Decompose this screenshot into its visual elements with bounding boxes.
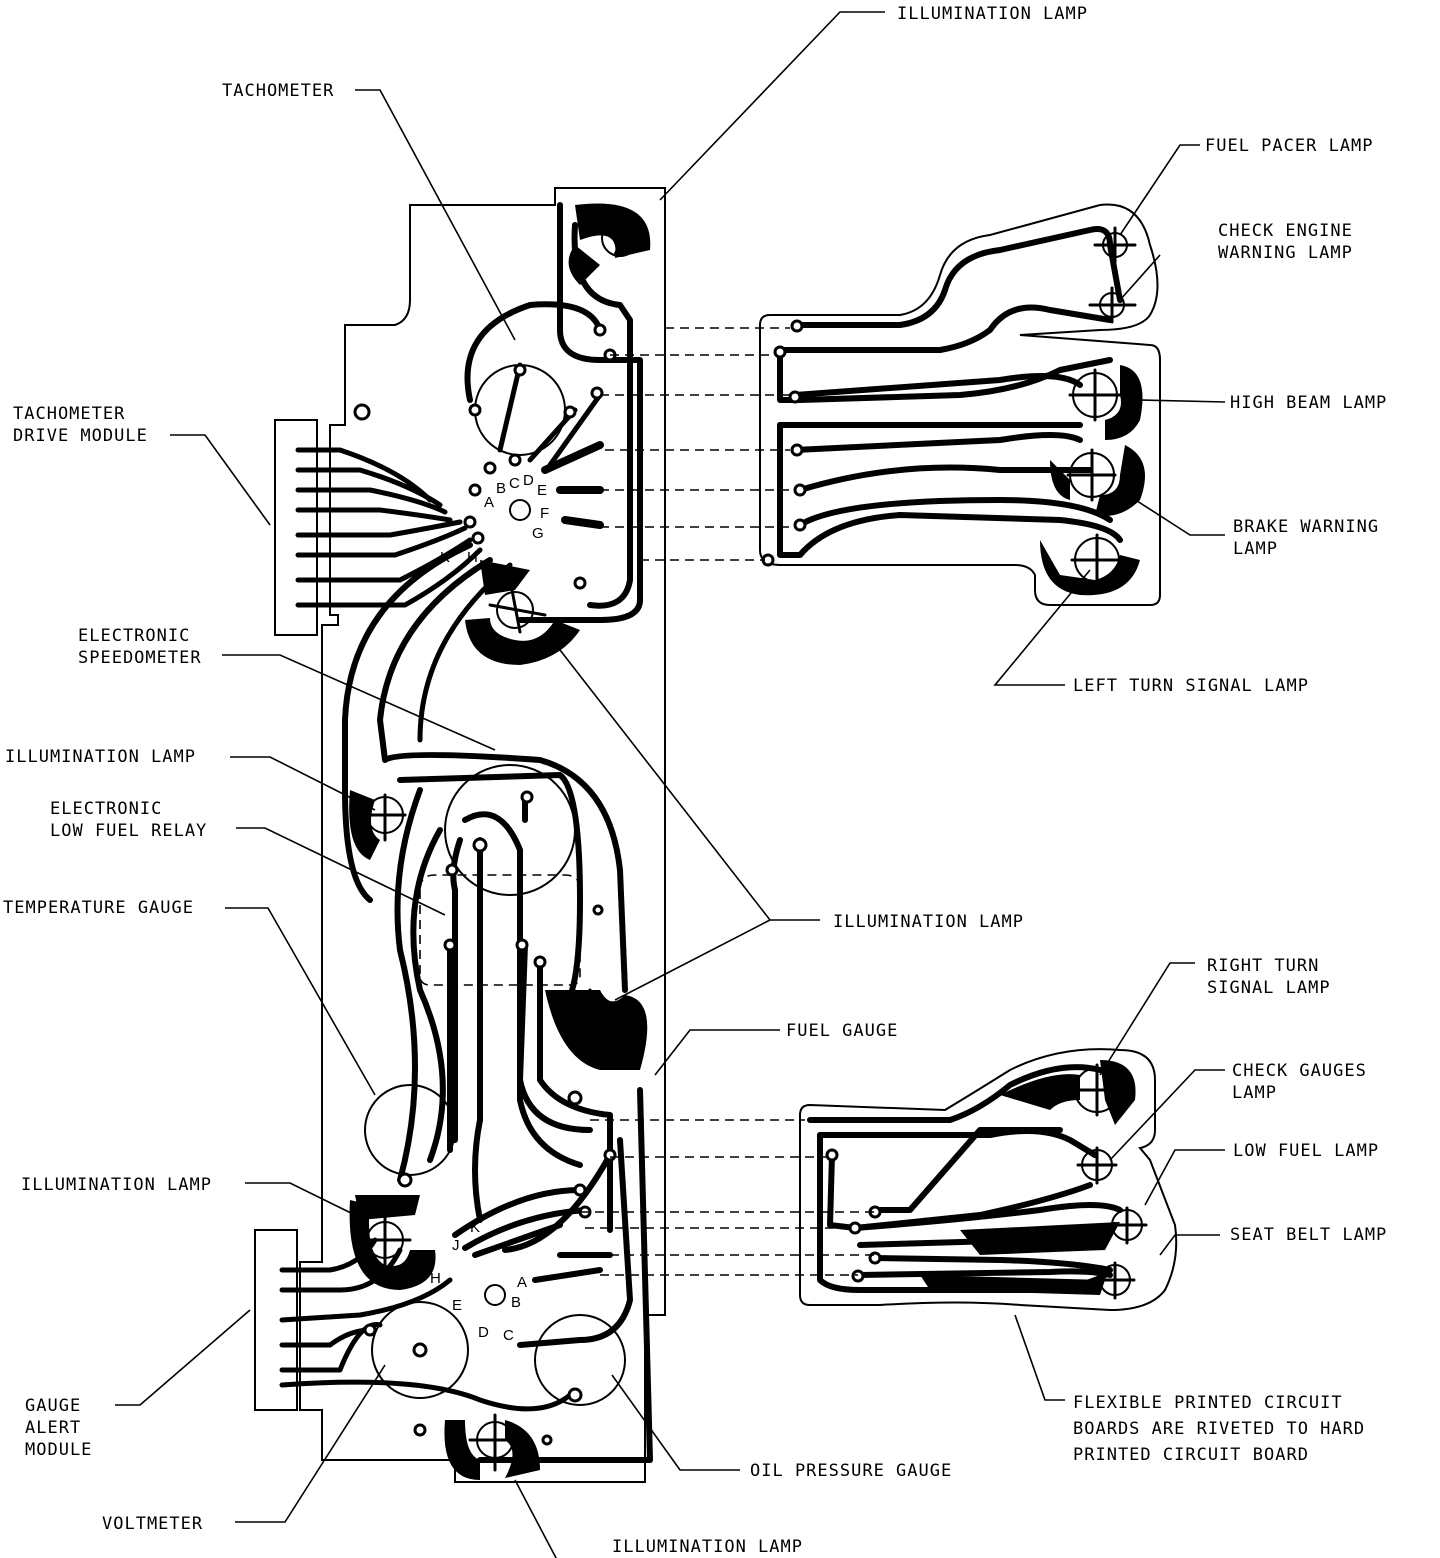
illumination-lamp-right-mid-bulb (545, 988, 648, 1070)
upper-flexible-circuit-board-outline (759, 203, 1161, 606)
seat-belt-bulb (1094, 1261, 1136, 1300)
lower-flexible-circuit-board-outline (799, 1048, 1178, 1312)
illumination-lamp-tach-bottom-bulb (465, 560, 580, 665)
upper-pads (463, 323, 617, 590)
label-temperature-gauge: TEMPERATURE GAUGE (3, 898, 194, 918)
pin-D-lower: D (478, 1324, 489, 1341)
label-right-turn-signal-lamp: RIGHT TURN SIGNAL LAMP (1207, 956, 1331, 998)
label-brake-warning-lamp: BRAKE WARNING LAMP (1233, 517, 1380, 559)
lower-flex-pads (825, 1148, 882, 1283)
pin-J-lower: J (452, 1237, 460, 1254)
label-seat-belt-lamp: SEAT BELT LAMP (1230, 1225, 1388, 1245)
pin-E-upper: E (537, 482, 547, 499)
upper-flex-pads (761, 319, 807, 567)
pin-F-upper: F (540, 505, 549, 522)
tach-connector-traces (295, 447, 483, 608)
pin-H-lower: H (430, 1270, 441, 1287)
low-fuel-bulb (1106, 1206, 1148, 1245)
pin-B-upper: B (496, 480, 506, 497)
voltmeter-gauge-outline (371, 1301, 469, 1399)
left-turn-bulb (1040, 533, 1140, 596)
label-voltmeter: VOLTMETER (102, 1514, 204, 1534)
label-electronic-speedometer: ELECTRONIC SPEEDOMETER (78, 626, 202, 668)
lower-pin-letters: A B C D E H J K (430, 1219, 527, 1344)
label-fuel-gauge: FUEL GAUGE (786, 1021, 899, 1041)
label-low-fuel-lamp: LOW FUEL LAMP (1233, 1141, 1380, 1161)
label-tachometer-drive-module: TACHOMETER DRIVE MODULE (13, 404, 148, 446)
label-oil-pressure-gauge: OIL PRESSURE GAUGE (750, 1461, 953, 1481)
label-illumination-lamp-left-1: ILLUMINATION LAMP (5, 747, 196, 767)
low-fuel-relay-dashed-outline (419, 874, 581, 986)
label-illumination-lamp-left-2: ILLUMINATION LAMP (21, 1175, 212, 1195)
label-illumination-lamp-middle: ILLUMINATION LAMP (833, 912, 1024, 932)
pin-H-upper: H (467, 549, 478, 566)
leader-lines (115, 11, 1226, 1558)
pin-A-upper: A (484, 494, 494, 511)
illumination-lamp-top-bulb (568, 203, 651, 285)
label-check-engine-warning-lamp: CHECK ENGINE WARNING LAMP (1218, 221, 1353, 263)
illumination-lamp-bottom-bulb (444, 1413, 540, 1480)
label-high-beam-lamp: HIGH BEAM LAMP (1230, 393, 1388, 413)
label-check-gauges-lamp: CHECK GAUGES LAMP (1232, 1061, 1367, 1103)
label-tachometer: TACHOMETER (222, 81, 335, 101)
illumination-lamp-left-lower-bulb (349, 1195, 436, 1290)
pin-C-upper: C (509, 475, 520, 492)
pin-A-lower: A (517, 1274, 527, 1291)
label-gauge-alert-module: GAUGE ALERT MODULE (25, 1396, 93, 1460)
check-gauges-bulb (1076, 1146, 1118, 1185)
tachometer-drive-module-connector (274, 419, 318, 636)
oil-pressure-gauge-outline (534, 1314, 626, 1406)
label-electronic-low-fuel-relay: ELECTRONIC LOW FUEL RELAY (50, 799, 208, 841)
lower-rivet-dashed-lines (580, 1119, 875, 1276)
check-engine-bulb (1088, 286, 1137, 324)
pin-B-lower: B (511, 1294, 521, 1311)
right-turn-bulb (1070, 1063, 1124, 1117)
pin-G-upper: G (532, 525, 544, 542)
label-illumination-lamp-top: ILLUMINATION LAMP (897, 4, 1088, 24)
pin-D-upper: D (523, 472, 534, 489)
high-beam-bulb (1068, 365, 1143, 440)
label-illumination-lamp-bottom: ILLUMINATION LAMP (612, 1537, 803, 1557)
label-fuel-pacer-lamp: FUEL PACER LAMP (1205, 136, 1374, 156)
illumination-lamp-left-mid-bulb (349, 790, 407, 860)
upper-flex-traces (777, 226, 1123, 558)
fuel-pacer-bulb (1093, 226, 1137, 264)
upper-rivet-dashed-lines (600, 327, 795, 561)
pin-E-lower: E (452, 1297, 462, 1314)
label-flexible-circuit-note: FLEXIBLE PRINTED CIRCUIT BOARDS ARE RIVE… (1073, 1393, 1366, 1465)
lower-flex-traces (807, 1064, 1123, 1293)
pin-C-lower: C (503, 1327, 514, 1344)
tachometer-gauge-outline (474, 364, 566, 456)
tachometer-trace-loop (464, 301, 603, 403)
pin-K-lower: K (470, 1219, 480, 1236)
label-left-turn-signal-lamp: LEFT TURN SIGNAL LAMP (1073, 676, 1309, 696)
